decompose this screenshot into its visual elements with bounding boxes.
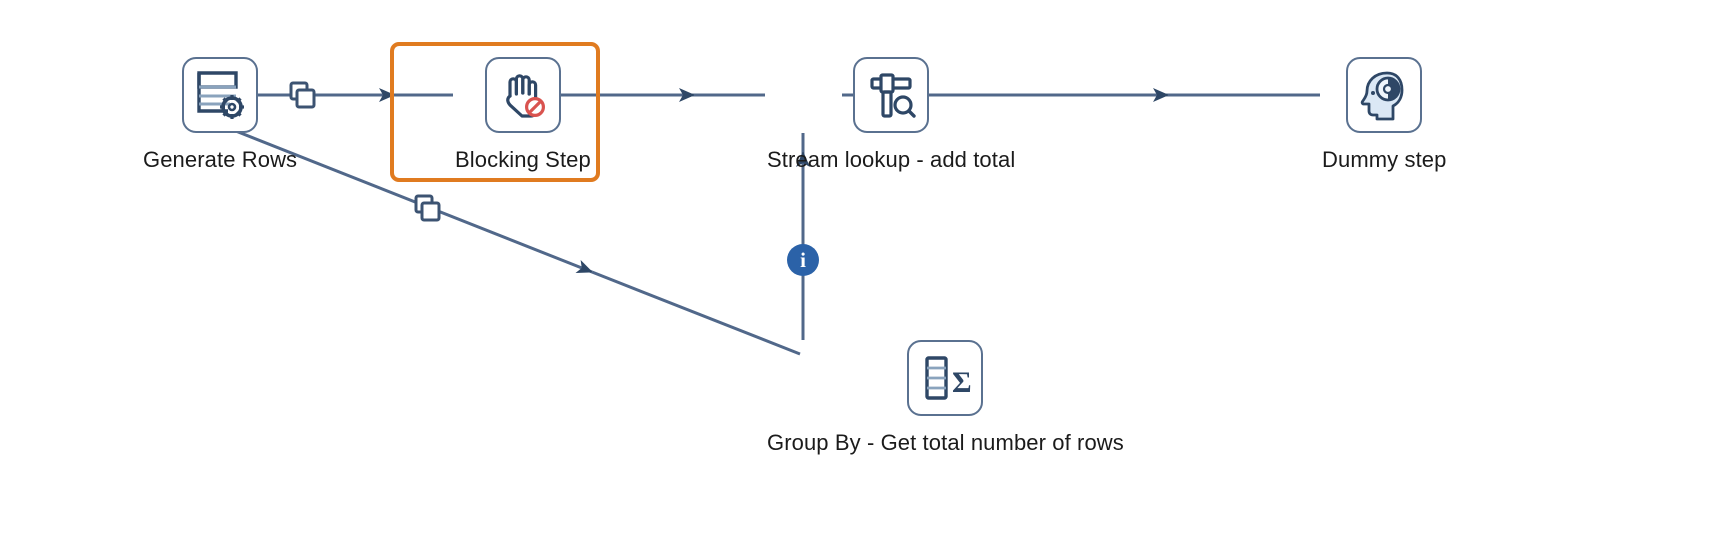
document-table-gear-icon (197, 71, 245, 119)
step-label-dummy-step: Dummy step (1322, 147, 1447, 172)
head-brain-icon (1361, 71, 1404, 121)
step-stream-lookup[interactable]: Stream lookup - add total (767, 57, 1015, 173)
copy-rows-icon[interactable] (410, 191, 444, 225)
hop-generate-to-groupby[interactable] (212, 120, 801, 356)
step-label-blocking-step: Blocking Step (455, 147, 591, 172)
table-sigma-icon: Σ (925, 356, 972, 400)
copy-rows-icon[interactable] (285, 78, 319, 112)
dummy-step-icon-box[interactable] (1346, 57, 1423, 133)
step-group-by[interactable]: Σ Group By - Get total number of rows (767, 340, 1124, 456)
stream-lookup-icon-box[interactable] (853, 57, 930, 133)
step-label-generate-rows: Generate Rows (143, 147, 298, 172)
svg-text:Σ: Σ (952, 366, 972, 399)
step-label-stream-lookup: Stream lookup - add total (767, 147, 1016, 172)
info-icon[interactable]: i (787, 244, 819, 276)
blocking-step-icon-box[interactable] (484, 57, 561, 133)
step-dummy-step[interactable]: Dummy step (1322, 57, 1446, 173)
hand-block-icon (506, 74, 545, 118)
step-generate-rows[interactable]: Generate Rows (143, 57, 297, 173)
step-label-group-by: Group By - Get total number of rows (767, 430, 1124, 455)
group-by-icon-box[interactable]: Σ (907, 340, 984, 416)
info-icon-glyph: i (800, 247, 806, 272)
step-blocking-step[interactable]: Blocking Step (455, 57, 591, 173)
generate-rows-icon-box[interactable] (182, 57, 259, 133)
hammer-magnifier-icon (870, 73, 916, 118)
